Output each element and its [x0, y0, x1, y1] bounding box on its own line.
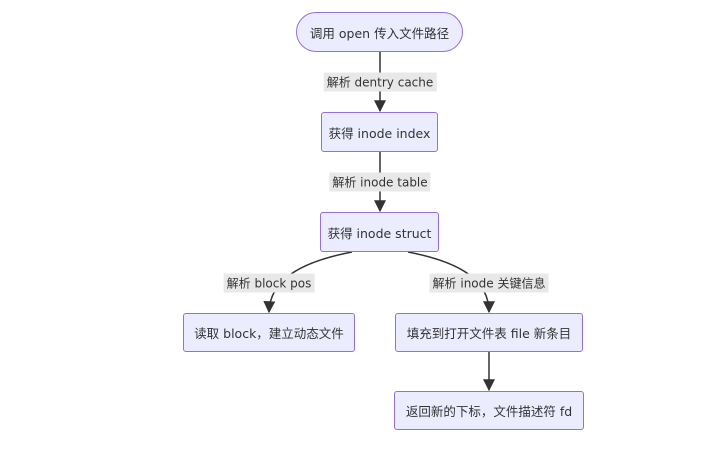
edge-label-inode-key-info: 解析 inode 关键信息: [429, 273, 549, 293]
node-open: 调用 open 传入文件路径: [296, 12, 463, 52]
edge-label-inode-table: 解析 inode table: [329, 172, 431, 192]
node-read-block: 读取 block，建立动态文件: [183, 313, 355, 352]
node-inode-struct: 获得 inode struct: [320, 212, 439, 252]
node-inode-index: 获得 inode index: [321, 112, 438, 152]
node-fill-table-label: 填充到打开文件表 file 新条目: [406, 326, 572, 341]
edge-label-block-pos: 解析 block pos: [223, 273, 315, 293]
node-open-label: 调用 open 传入文件路径: [309, 25, 450, 41]
node-fill-table: 填充到打开文件表 file 新条目: [395, 313, 583, 352]
edge-label-dentry-cache: 解析 dentry cache: [323, 72, 437, 92]
node-return-fd-label: 返回新的下标，文件描述符 fd: [405, 404, 573, 419]
node-return-fd: 返回新的下标，文件描述符 fd: [394, 391, 584, 430]
node-inode-index-label: 获得 inode index: [328, 125, 431, 141]
node-read-block-label: 读取 block，建立动态文件: [194, 326, 344, 341]
node-inode-struct-label: 获得 inode struct: [327, 225, 432, 241]
